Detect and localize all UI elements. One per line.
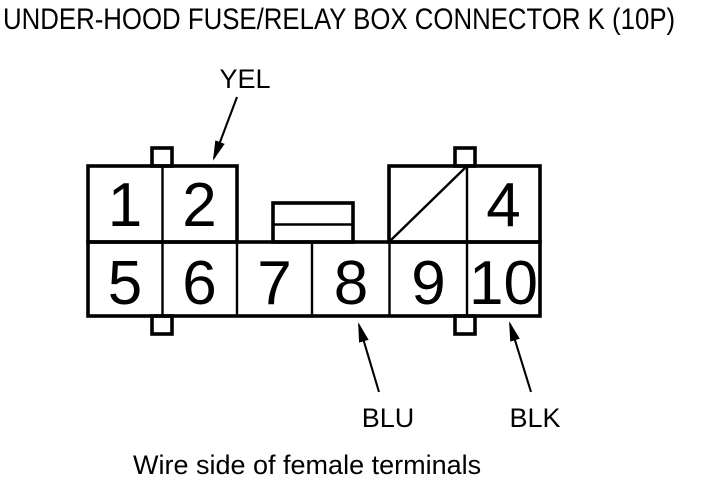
pin-number-5: 5 <box>108 249 142 318</box>
pin-number-10: 10 <box>469 249 538 318</box>
no-terminal-slash <box>389 166 467 242</box>
pin-number-2: 2 <box>182 171 216 240</box>
wire-color-label-yel: YEL <box>219 64 270 94</box>
yel-arrow <box>212 96 238 161</box>
index-tab-bottom-left <box>150 314 174 336</box>
blu-arrow <box>357 322 381 393</box>
index-tab-top-right <box>453 146 477 168</box>
pin-number-9: 9 <box>411 249 445 318</box>
center-key-block <box>271 201 355 244</box>
caption: Wire side of female terminals <box>133 450 481 480</box>
pin-number-8: 8 <box>334 249 368 318</box>
pin-number-4: 4 <box>486 171 520 240</box>
pin-number-6: 6 <box>182 249 216 318</box>
pin-number-1: 1 <box>108 171 142 240</box>
index-tab-bottom-right <box>453 314 477 336</box>
page-title: UNDER-HOOD FUSE/RELAY BOX CONNECTOR K (1… <box>3 2 675 35</box>
index-tab-top-left <box>150 146 174 168</box>
wire-color-label-blu: BLU <box>362 403 415 433</box>
wire-color-label-blk: BLK <box>509 403 560 433</box>
pin-number-7: 7 <box>257 249 291 318</box>
blk-arrow <box>508 321 533 393</box>
